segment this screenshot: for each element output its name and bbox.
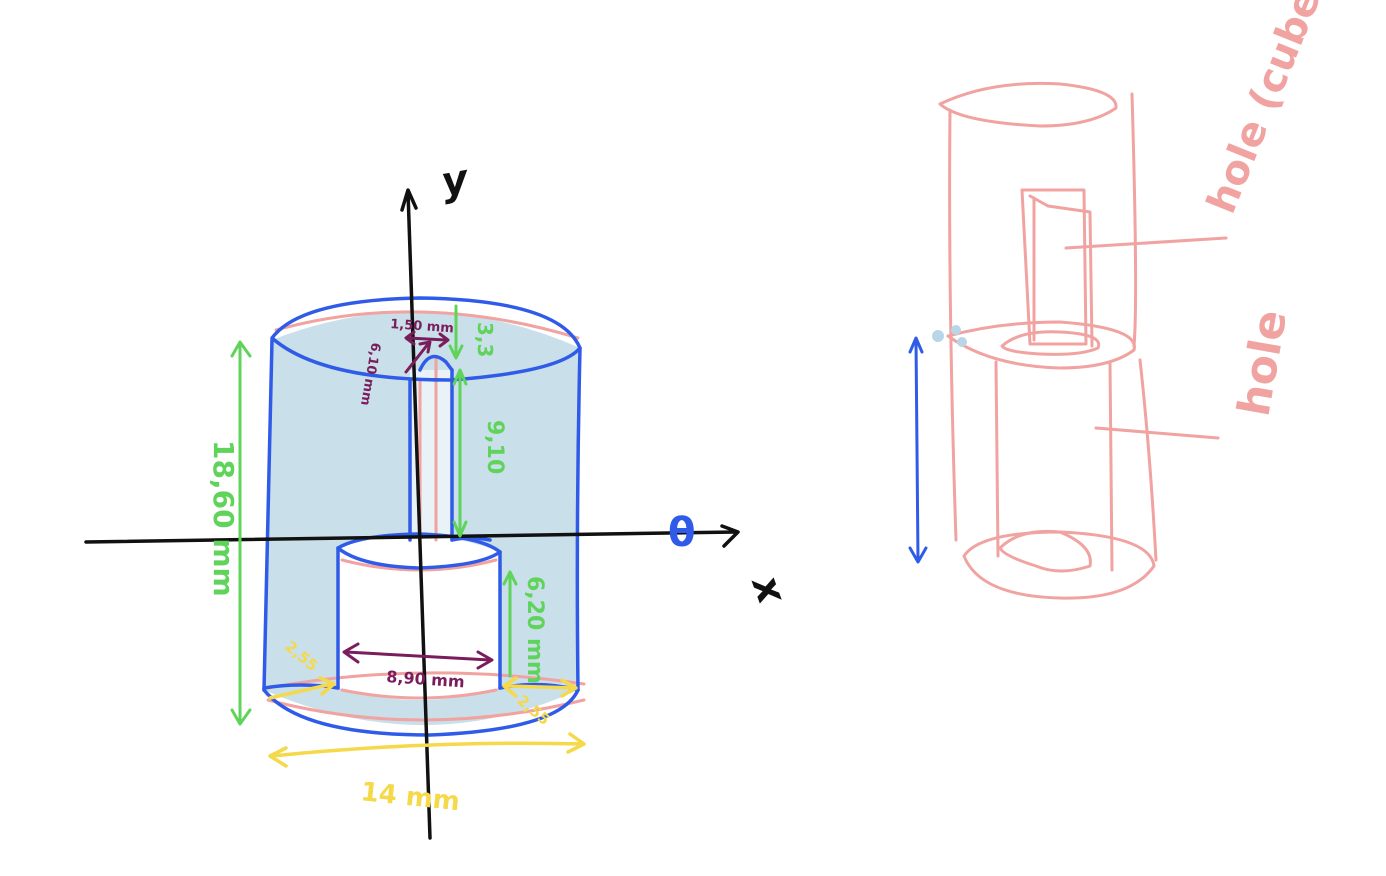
- slot-bottom: [450, 536, 492, 542]
- label-hole: hole: [1229, 306, 1298, 420]
- cylinder-body: [262, 296, 586, 737]
- y-axis-label: y: [438, 156, 474, 206]
- x-axis-arrowhead: [720, 524, 740, 548]
- contact-dots: [932, 325, 967, 347]
- slot-width-label: 1,50 mm: [390, 317, 455, 336]
- total-height-label: 18,60 mm: [207, 440, 240, 597]
- leader-hole-cube: [1064, 236, 1228, 250]
- width-label: 14 mm: [359, 777, 461, 817]
- axes: [84, 188, 740, 840]
- inner-height-label: 6,20 mm: [522, 576, 547, 684]
- sketch-inner-left: [994, 360, 1000, 558]
- slot-depth-line: [404, 342, 430, 374]
- right-blue-arrow: [908, 336, 928, 564]
- purple-dimension-lines: [342, 330, 494, 670]
- theta-label: θ: [668, 510, 695, 556]
- cylinder-blue-outline: [262, 296, 582, 737]
- sketch-slot: [1020, 188, 1088, 346]
- label-hole-cube: hole (cube): [1199, 0, 1337, 220]
- slot-width-line: [406, 336, 448, 342]
- x-axis-label: x: [742, 568, 795, 611]
- sketch-bottom-inner: [998, 529, 1092, 573]
- x-axis-line: [84, 530, 738, 544]
- slot-height-label: 9,10: [482, 420, 507, 474]
- slot-top: [418, 354, 454, 372]
- sketch-bottom-outer: [962, 530, 1156, 600]
- y-axis-arrowhead: [400, 188, 418, 212]
- yellow-dimension-lines: [268, 676, 586, 768]
- bottom-arc: [262, 688, 580, 737]
- upper-depth-label: 3,3: [473, 322, 497, 357]
- wall-right-line: [504, 684, 576, 690]
- sketch-outer-right: [1130, 92, 1138, 348]
- y-axis-line: [406, 190, 432, 840]
- green-dimension-lines: [230, 304, 518, 726]
- sketch-middle-ellipse: [946, 320, 1136, 370]
- sketch-top-ellipse: [938, 81, 1118, 128]
- right-side: [575, 346, 582, 692]
- sketch-inner-right: [1108, 360, 1114, 572]
- sketch-outer-left: [948, 108, 958, 542]
- wall-left-line: [268, 682, 334, 700]
- right-sketch: [938, 81, 1228, 600]
- leader-hole: [1094, 426, 1220, 440]
- width-line: [270, 741, 586, 758]
- left-side: [262, 338, 274, 692]
- inner-diameter-line: [344, 650, 492, 662]
